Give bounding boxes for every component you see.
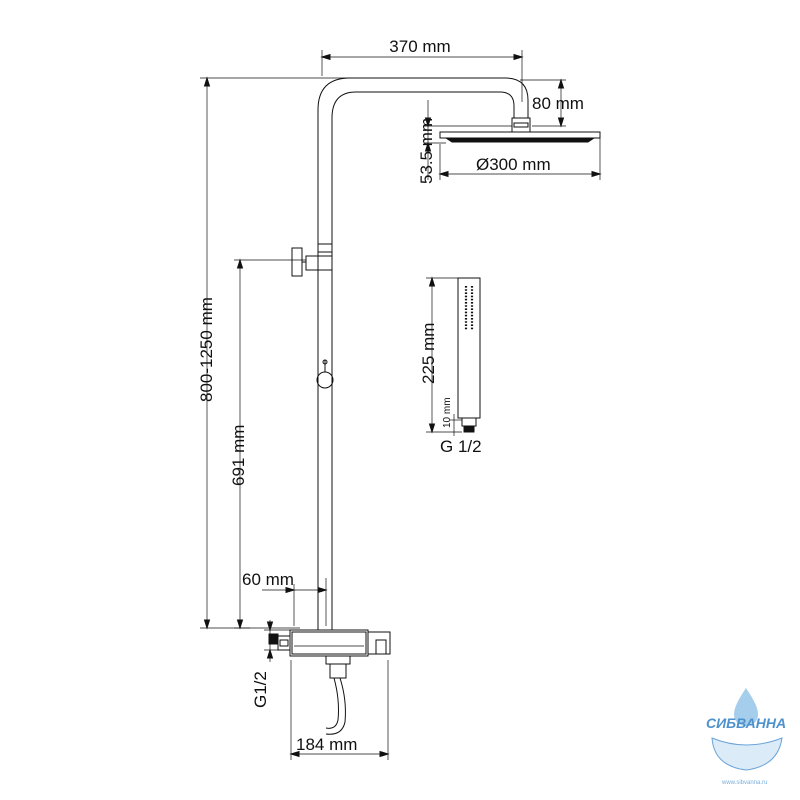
shower-head	[439, 131, 601, 143]
label-slider-height: 691 mm	[229, 425, 248, 486]
logo-name: СИБВАННА	[706, 715, 786, 731]
hand-shower-nozzles	[464, 286, 474, 330]
label-hand-shower-neck: 10 mm	[442, 397, 453, 428]
dim-rail-height: 800-1250 mm	[197, 76, 350, 630]
label-rail-offset: 60 mm	[242, 570, 294, 589]
dim-hand-shower-neck: 10 mm	[442, 397, 462, 436]
mixer-body	[277, 629, 391, 735]
dim-head-diameter: Ø300 mm	[438, 138, 602, 180]
sibvanna-logo: СИБВАННА www.sibvanna.ru	[706, 688, 786, 786]
label-head-height: 53.5 mm	[417, 118, 436, 184]
dim-hand-shower-length: 225 mm	[419, 276, 462, 434]
label-hand-shower-thread: G 1/2	[440, 437, 482, 456]
logo-url: www.sibvanna.ru	[721, 780, 767, 786]
label-rail-height: 800-1250 mm	[197, 297, 216, 402]
hand-shower	[457, 277, 481, 433]
dim-rail-offset: 60 mm	[242, 570, 328, 626]
dim-inlet-thread: G1/2	[251, 620, 290, 708]
label-mixer-width: 184 mm	[296, 735, 357, 754]
dim-head-drop: 80 mm	[520, 78, 584, 128]
label-inlet-thread: G1/2	[251, 671, 270, 708]
label-arm-length: 370 mm	[389, 37, 450, 56]
label-head-drop: 80 mm	[532, 94, 584, 113]
label-head-diameter: Ø300 mm	[476, 155, 551, 174]
dim-slider-height: 691 mm	[229, 258, 306, 630]
dim-mixer-width: 184 mm	[289, 660, 390, 760]
slider-knob	[316, 359, 334, 389]
label-hand-shower-length: 225 mm	[419, 323, 438, 384]
dim-head-height: 53.5 mm	[417, 100, 512, 184]
wall-bracket	[291, 243, 333, 277]
dim-arm-length: 370 mm	[320, 37, 524, 102]
